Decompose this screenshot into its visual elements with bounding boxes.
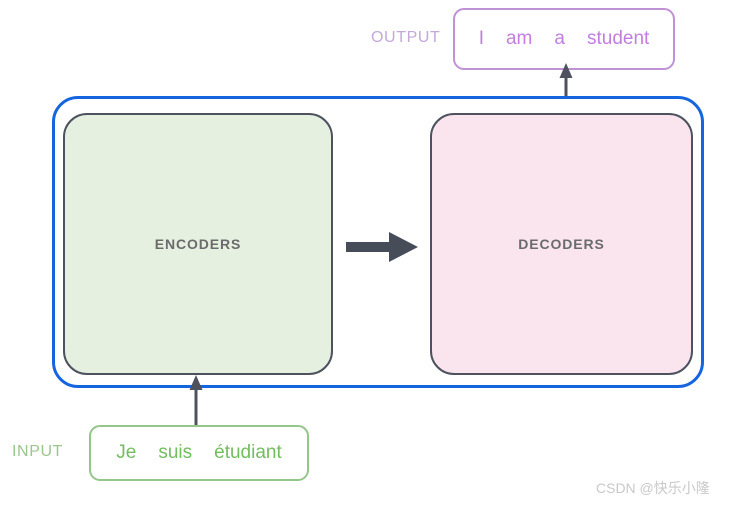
watermark: CSDN @快乐小隆 (596, 480, 710, 496)
output-token: student (586, 28, 650, 49)
input-token: Je (116, 442, 137, 463)
encoders-block: ENCODERS (63, 113, 333, 375)
output-token: a (554, 28, 565, 49)
output-token: am (505, 28, 533, 49)
input-sentence-box: Je suis étudiant (89, 425, 309, 481)
output-token: I (478, 28, 484, 49)
encoders-to-decoders-arrow-icon (346, 232, 418, 262)
input-token: suis (158, 442, 193, 463)
decoders-label: DECODERS (518, 236, 605, 252)
output-label: OUTPUT (371, 29, 441, 46)
output-sentence-box: I am a student (453, 8, 675, 70)
input-to-encoders-arrow-icon (189, 375, 203, 432)
encoders-label: ENCODERS (154, 236, 242, 252)
decoders-block: DECODERS (430, 113, 693, 375)
input-token: étudiant (214, 442, 282, 463)
input-label: INPUT (12, 443, 63, 460)
